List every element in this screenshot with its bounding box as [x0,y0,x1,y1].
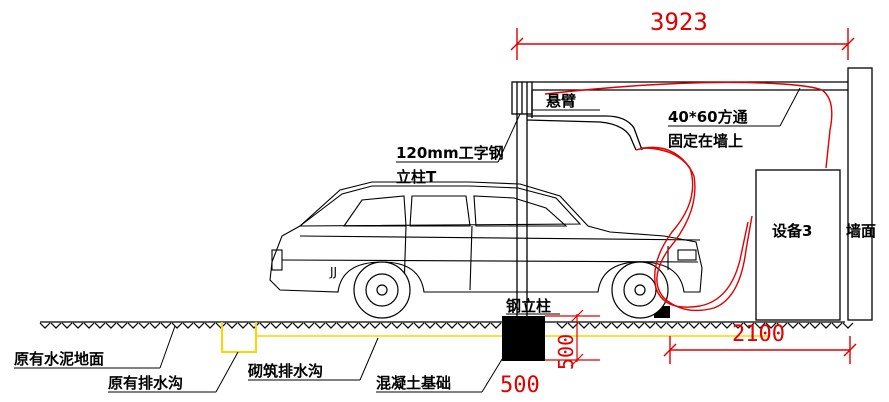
dimension-footing-height [545,309,600,367]
label-steel-column: 钢立柱 [506,297,551,315]
label-tube: 40*60方通 [668,108,748,126]
dimension-top-value: 3923 [650,8,708,36]
concrete-footing [502,316,545,361]
label-i-beam: 120mm工字钢 [396,144,504,162]
label-wall: 墙面 [846,222,876,240]
label-concrete-footing: 混凝土基础 [376,374,451,392]
dimension-right [663,336,857,364]
car-wheels [353,261,669,319]
leader-lines [14,87,801,393]
ground-line [39,321,854,329]
dimension-right-value: 2100 [732,322,785,347]
dimension-top [510,28,855,60]
existing-drain-outline [221,322,257,353]
label-column-t: 立柱T [396,168,437,186]
svg-text:JJ: JJ [329,265,337,279]
dimension-footing-height-value: 500 [554,334,578,370]
equipment-box [755,169,841,321]
hoses [544,81,833,312]
wall [847,67,873,321]
dimension-footing-width-value: 500 [500,373,540,398]
label-cantilever: 悬臂 [546,92,576,110]
label-existing-ground: 原有水泥地面 [14,350,104,368]
label-existing-drain: 原有排水沟 [108,374,183,392]
car: JJ [269,181,703,293]
label-masonry-drain: 砌筑排水沟 [247,362,323,380]
label-fixed-on-wall: 固定在墙上 [668,132,743,150]
label-equipment: 设备3 [772,222,812,240]
